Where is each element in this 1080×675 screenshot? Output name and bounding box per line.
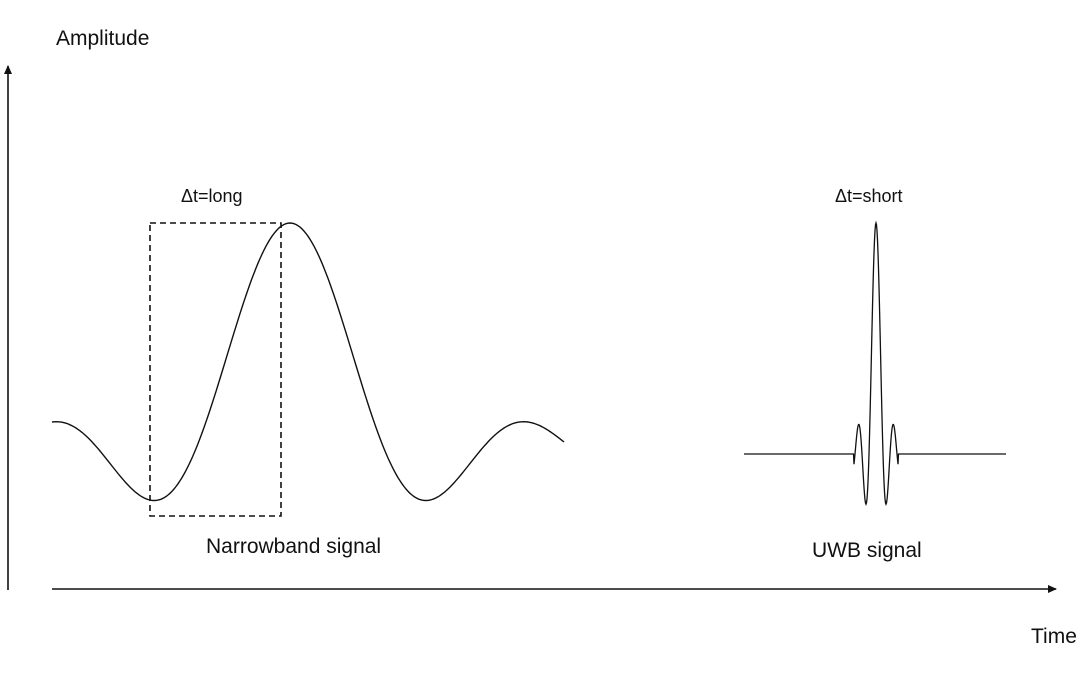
time-window-long bbox=[149, 222, 282, 517]
y-axis-label: Amplitude bbox=[56, 27, 149, 50]
narrowband-waveform bbox=[51, 222, 565, 502]
delta-t-short-label: Δt=short bbox=[835, 186, 903, 206]
uwb-caption: UWB signal bbox=[812, 539, 922, 562]
narrowband-caption: Narrowband signal bbox=[206, 535, 381, 558]
uwb-pulse-waveform bbox=[744, 220, 1006, 507]
delta-t-long-label: Δt=long bbox=[181, 186, 243, 206]
x-axis-label: Time bbox=[1031, 625, 1077, 648]
